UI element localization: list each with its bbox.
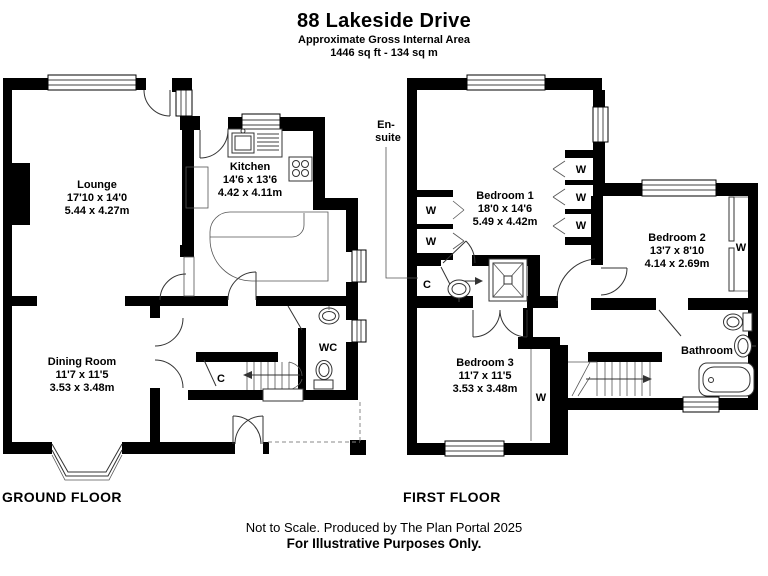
kitchen-sink-icon <box>227 128 283 158</box>
ground-windows <box>47 74 367 343</box>
kitchen-counter <box>185 166 329 282</box>
lounge-dims-imperial: 17'10 x 14'0 <box>67 192 127 204</box>
ground-floor-label: GROUND FLOOR <box>2 489 122 505</box>
dining-room-label: Dining Room <box>48 356 117 368</box>
first-floor-plan: Bedroom 1 18'0 x 14'6 5.49 x 4.42m Bedro… <box>375 74 758 457</box>
shower-icon <box>488 258 528 302</box>
dining-room-dims-imperial: 11'7 x 11'5 <box>56 369 109 381</box>
kitchen-label: Kitchen <box>230 161 271 173</box>
wardrobe-label: W <box>576 220 587 232</box>
page-subtitle: Approximate Gross Internal Area <box>298 34 470 46</box>
bathtub-icon <box>698 362 755 397</box>
wardrobe-label: W <box>576 192 587 204</box>
page-title: 88 Lakeside Drive <box>296 10 472 32</box>
lounge-dims-metric: 5.44 x 4.27m <box>65 205 130 217</box>
closet-label-ground: C <box>217 373 225 385</box>
ensuite-label-line1: En- <box>377 119 395 131</box>
footer-disclaimer: Not to Scale. Produced by The Plan Porta… <box>245 520 523 535</box>
kitchen-dims-metric: 4.42 x 4.11m <box>218 187 282 199</box>
first-floor-label: FIRST FLOOR <box>403 489 501 505</box>
ground-floor-plan: Lounge 17'10 x 14'0 5.44 x 4.27m Kitchen… <box>3 74 367 481</box>
wardrobe-doors <box>452 160 748 441</box>
bathroom-label: Bathroom <box>681 345 733 357</box>
gross-internal-area: 1446 sq ft - 134 sq m <box>330 47 438 59</box>
lounge-label: Lounge <box>77 179 117 191</box>
kitchen-dims-imperial: 14'6 x 13'6 <box>223 174 277 186</box>
wc-label: WC <box>319 342 337 354</box>
wardrobe-label: W <box>536 392 547 404</box>
bathroom-toilet-icon <box>723 312 753 332</box>
bay-window <box>51 443 123 481</box>
closet-label-first: C <box>423 279 431 291</box>
ground-doors <box>143 89 303 445</box>
bedroom2-dims-imperial: 13'7 x 8'10 <box>650 245 704 257</box>
porch-dashed-outline <box>262 388 361 443</box>
first-room-labels: Bedroom 1 18'0 x 14'6 5.49 x 4.42m Bedro… <box>375 119 747 404</box>
bedroom2-dims-metric: 4.14 x 2.69m <box>645 258 710 270</box>
bathroom-sink-icon <box>734 334 756 358</box>
ground-walls <box>3 78 366 455</box>
first-windows <box>444 74 720 457</box>
first-stairs <box>568 361 652 397</box>
dining-room-dims-metric: 3.53 x 3.48m <box>50 382 115 394</box>
ground-stairs <box>243 361 303 391</box>
hob-icon <box>288 156 313 182</box>
wardrobe-label: W <box>736 242 747 254</box>
bedroom3-label: Bedroom 3 <box>456 357 513 369</box>
wardrobe-label: W <box>576 164 587 176</box>
wardrobe-label: W <box>426 236 437 248</box>
ensuite-label-line2: suite <box>375 132 401 144</box>
bedroom1-dims-imperial: 18'0 x 14'6 <box>478 203 532 215</box>
wc-toilet-icon <box>313 360 334 390</box>
bedroom3-dims-metric: 3.53 x 3.48m <box>453 383 518 395</box>
footer-illustrative-note: For Illustrative Purposes Only. <box>286 536 482 551</box>
ground-room-labels: Lounge 17'10 x 14'0 5.44 x 4.27m Kitchen… <box>48 161 337 394</box>
bedroom1-label: Bedroom 1 <box>476 190 533 202</box>
bedroom1-dims-metric: 5.49 x 4.42m <box>473 216 538 228</box>
wardrobe-label: W <box>426 205 437 217</box>
wc-sink-icon <box>318 306 340 325</box>
ensuite-sink-icon <box>447 279 471 302</box>
bedroom2-label: Bedroom 2 <box>648 232 705 244</box>
bedroom3-dims-imperial: 11'7 x 11'5 <box>459 370 512 382</box>
